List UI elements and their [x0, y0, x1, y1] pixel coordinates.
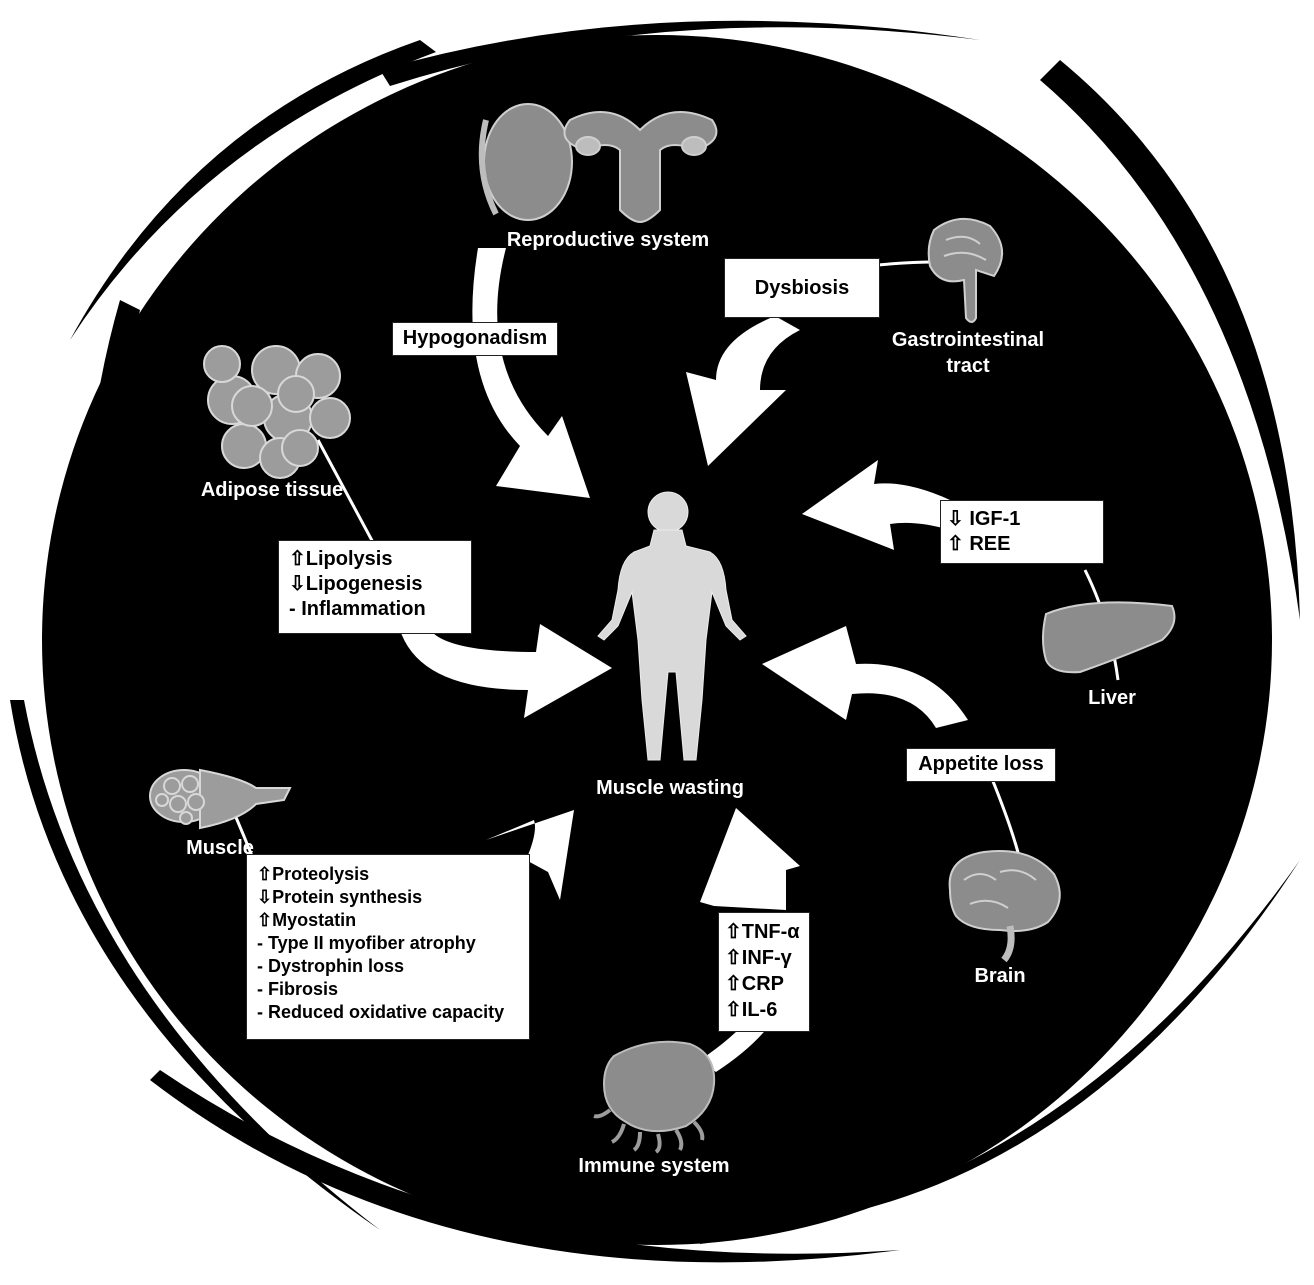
arrow-adipose: [400, 624, 612, 718]
adipose-lipolysis: ⇧Lipolysis: [289, 548, 393, 570]
adipose-lipogenesis: ⇩Lipogenesis: [289, 573, 423, 595]
brain-icon: [948, 850, 1061, 963]
liver-ree: ⇧ REE: [947, 533, 1011, 555]
arrow-dysbiosis: [686, 316, 800, 466]
immune-cell-icon: [593, 1040, 716, 1154]
immune-crp: ⇧CRP: [725, 973, 784, 995]
box-dysbiosis: Dysbiosis: [724, 258, 880, 318]
muscle-dystrophin-loss: - Dystrophin loss: [257, 956, 405, 976]
muscle-proteolysis: ⇧Proteolysis: [257, 864, 370, 884]
arrow-appetite: [762, 626, 968, 728]
label-brain: Brain: [974, 965, 1026, 987]
connector-muscle: [233, 814, 254, 857]
body-icon: [597, 491, 747, 761]
arrows: [400, 248, 968, 1072]
box-muscle-mechanisms: ⇧Proteolysis ⇩Protein synthesis ⇧Myostat…: [246, 854, 530, 1040]
gastrointestinal-icon: [927, 218, 1003, 323]
label-immune-system: Immune system: [578, 1155, 730, 1177]
muscle-myostatin: ⇧Myostatin: [257, 910, 357, 930]
label-gastrointestinal-2: tract: [946, 355, 990, 377]
swirl-bottom: [150, 1070, 900, 1263]
box-liver-mechanisms: ⇩ IGF-1 ⇧ REE: [940, 500, 1104, 564]
label-liver: Liver: [1088, 687, 1136, 709]
box-immune-mechanisms: ⇧TNF-α ⇧INF-γ ⇧CRP ⇧IL-6: [718, 912, 810, 1032]
muscle-type2-atrophy: - Type II myofiber atrophy: [257, 933, 476, 953]
immune-il6: ⇧IL-6: [725, 999, 778, 1021]
connector-adipose: [316, 439, 378, 549]
liver-icon: [1042, 601, 1176, 674]
arrow-immune: [700, 808, 800, 910]
liver-igf1: ⇩ IGF-1: [947, 508, 1021, 530]
adipose-icon: [203, 345, 351, 479]
muscle-icon: [149, 768, 292, 830]
label-gastrointestinal: Gastrointestinal: [891, 329, 1045, 351]
box-adipose-mechanisms: ⇧Lipolysis ⇩Lipogenesis - Inflammation: [278, 540, 472, 634]
immune-inf: ⇧INF-γ: [725, 947, 792, 969]
muscle-protein-synthesis: ⇩Protein synthesis: [257, 887, 423, 907]
arrow-liver: [802, 460, 950, 550]
reproductive-icon: [478, 103, 718, 224]
swirl-border: [10, 20, 1300, 1263]
label-adipose-tissue: Adipose tissue: [200, 479, 344, 501]
label-muscle-wasting: Muscle wasting: [596, 777, 744, 799]
adipose-inflammation: - Inflammation: [289, 598, 426, 620]
immune-tnf: ⇧TNF-α: [725, 921, 800, 943]
box-hypogonadism: Hypogonadism: [392, 322, 558, 356]
muscle-oxidative-capacity: - Reduced oxidative capacity: [257, 1002, 505, 1022]
box-appetite-loss: Appetite loss: [906, 748, 1056, 782]
swirl-left: [84, 300, 200, 1040]
label-muscle: Muscle: [186, 837, 254, 859]
arrow-muscle: [486, 810, 574, 900]
muscle-fibrosis: - Fibrosis: [257, 979, 339, 999]
label-reproductive-system: Reproductive system: [506, 229, 710, 251]
arrow-reproductive: [472, 248, 590, 498]
swirl-top: [380, 20, 980, 87]
swirl-right: [1040, 60, 1300, 620]
